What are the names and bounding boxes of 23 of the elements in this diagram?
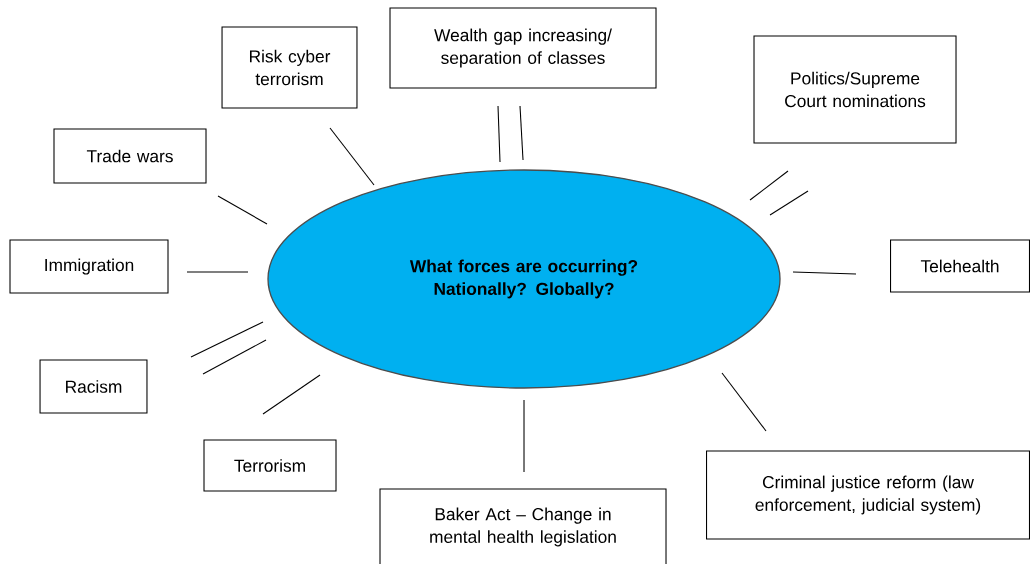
topic-box: Telehealth <box>890 239 1030 293</box>
topic-box: Politics/Supreme Court nominations <box>753 35 957 144</box>
connector-line <box>519 105 524 161</box>
topic-box: Baker Act – Change in mental health legislation <box>379 488 667 564</box>
topic-box: Terrorism <box>203 439 337 492</box>
connector-line <box>329 127 375 186</box>
connector-line <box>523 399 525 473</box>
connector-line <box>749 170 789 201</box>
connector-line <box>497 105 501 163</box>
connector-line <box>186 271 249 273</box>
connector-line <box>769 190 809 216</box>
topic-box: Racism <box>39 359 148 414</box>
topic-box: Wealth gap increasing/ separation of classes <box>389 7 657 89</box>
connector-line <box>202 339 267 375</box>
topic-box: Immigration <box>9 239 169 294</box>
connector-line <box>792 271 857 275</box>
connector-line <box>721 372 767 432</box>
topic-box: Criminal justice reform (law enforcement, judicial system) <box>706 450 1030 540</box>
connector-line <box>217 195 268 225</box>
connector-line <box>190 321 264 358</box>
connector-line <box>262 374 321 415</box>
topic-box: Risk cyber terrorism <box>221 26 358 109</box>
topic-box: Trade wars <box>53 128 207 184</box>
